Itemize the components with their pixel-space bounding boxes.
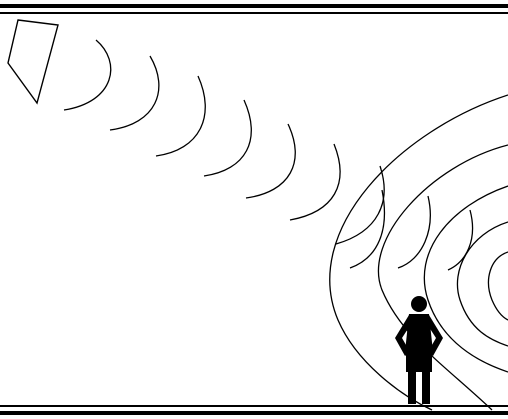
- inner-wave-arc: [398, 196, 430, 268]
- contour-curve: [457, 222, 508, 346]
- person-shorts: [406, 350, 432, 372]
- wave-arc: [156, 76, 205, 156]
- wave-arc: [290, 144, 340, 220]
- wave-arc: [204, 100, 251, 176]
- contour-curve: [489, 252, 508, 320]
- emitted-waves: [64, 40, 384, 244]
- wave-arc: [64, 40, 111, 110]
- wave-arc: [110, 56, 159, 130]
- person-icon: [395, 296, 443, 404]
- inner-wave-arc: [350, 190, 384, 268]
- transmitter-icon: [8, 20, 58, 103]
- person-head: [411, 296, 427, 312]
- wave-arc: [246, 124, 295, 198]
- ceiling: [0, 6, 508, 13]
